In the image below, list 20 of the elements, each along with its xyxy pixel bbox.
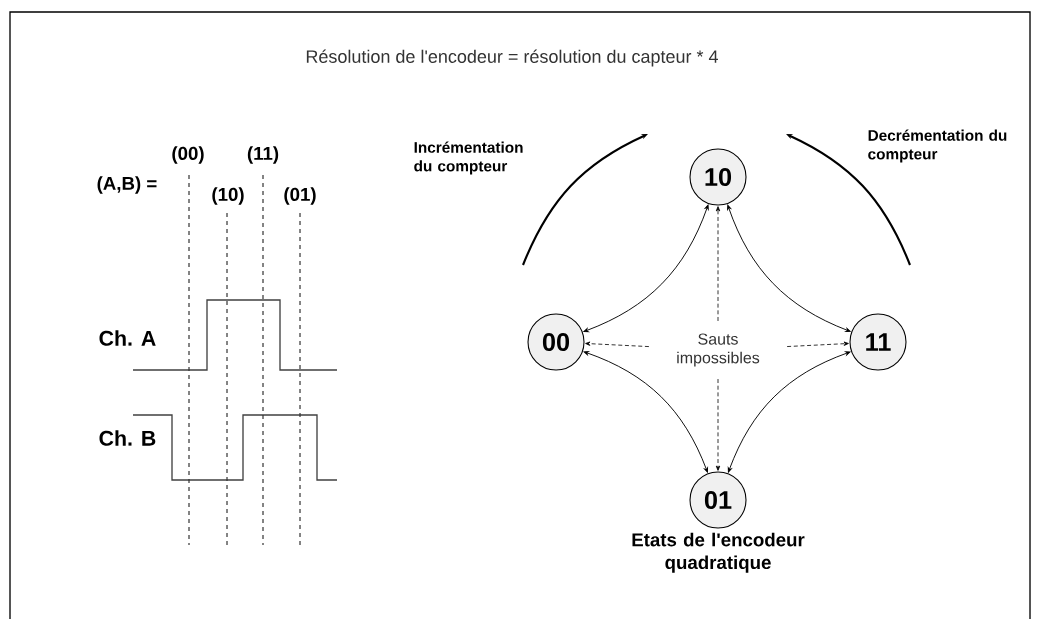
channel-label: Ch. A <box>99 330 156 346</box>
signal-label: (A,B) = <box>97 176 157 194</box>
arrow <box>786 341 849 347</box>
direction-label: Decrémentation du compteur <box>868 129 1007 163</box>
annotation-text: Sauts impossibles <box>677 333 760 367</box>
state-label: (00) <box>172 146 204 164</box>
caption: Etats de l'encodeur quadratique <box>632 532 805 573</box>
arrow <box>583 204 709 333</box>
state-label: (01) <box>284 187 316 205</box>
state-label: (11) <box>247 146 279 164</box>
arrow <box>585 341 650 347</box>
arrow <box>727 204 851 332</box>
state-label: (10) <box>212 187 244 205</box>
arrow <box>715 378 721 471</box>
direction-label: Incrémentation du compteur <box>414 141 523 175</box>
arrow <box>715 206 721 322</box>
arrow <box>583 351 709 473</box>
channel-label: Ch. B <box>99 430 156 446</box>
arrow <box>727 351 851 473</box>
title: Résolution de l'encodeur = résolution du capteur * 4 <box>306 49 718 67</box>
